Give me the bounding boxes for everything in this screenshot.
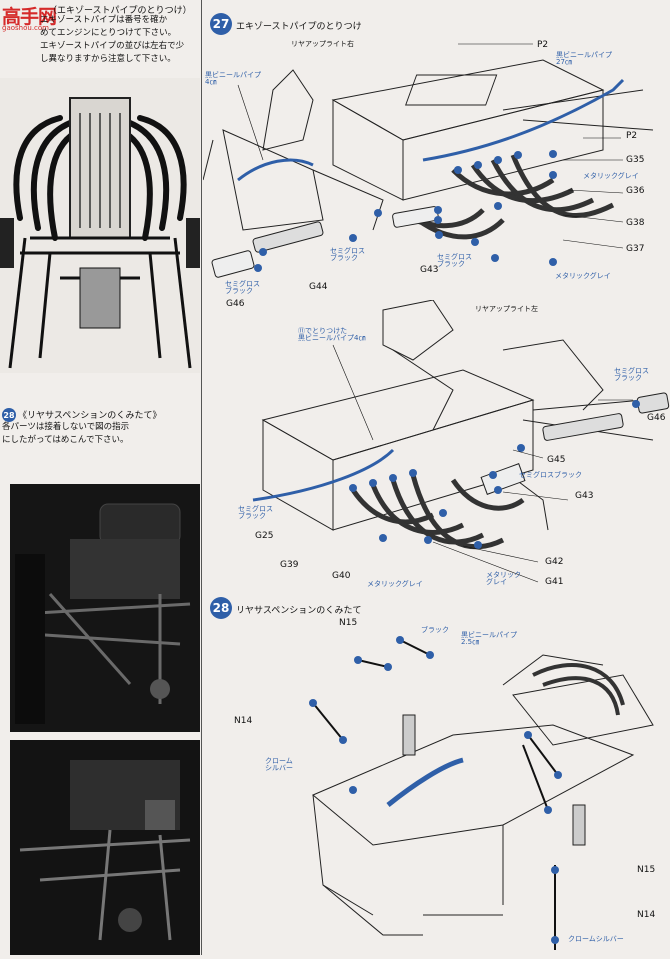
suspension-photo-2 <box>10 740 200 955</box>
mid-g25-label: G25 <box>255 531 274 541</box>
column-divider <box>201 0 202 955</box>
p2-mid-label: P2 <box>626 131 638 141</box>
step28-badge: 28 <box>210 597 232 619</box>
chrome-silver-left-label: クローム シルバー <box>265 757 293 772</box>
semigloss-black-mid-label: セミグロスブラック <box>519 471 582 479</box>
semigloss-black-3-label: セミグロス ブラック <box>225 280 260 295</box>
black-label: ブラック <box>421 626 449 634</box>
n14-left-label: N14 <box>234 716 253 726</box>
n15-top-label: N15 <box>339 618 358 628</box>
g43-label: G43 <box>420 265 439 275</box>
step27-badge: 27 <box>210 13 232 35</box>
p2-top-label: P2 <box>537 40 549 50</box>
g36-label: G36 <box>626 186 645 196</box>
metallic-grey-1-label: メタリックグレイ <box>583 172 639 180</box>
step28-badge-left: 28 <box>2 408 16 422</box>
section2-title: 《リヤサスペンションのくみたて》 <box>18 411 162 421</box>
g35-label: G35 <box>626 155 645 165</box>
mid-g42-label: G42 <box>545 557 564 567</box>
black-vinyl-pipe-27-label: 黒ビニールパイプ 27㎝ <box>556 51 612 66</box>
watermark-logo-text: 高手网 <box>2 6 57 28</box>
semigloss-black-2-label: セミグロス ブラック <box>437 253 472 268</box>
g44-label: G44 <box>309 282 328 292</box>
right-column: 27 エキゾーストパイプのとりつけ <box>202 0 670 955</box>
section1-body: エキゾーストパイプは番号を確か めてエンジンにとりつけて下さい。 エキゾーストパ… <box>40 15 185 64</box>
step28-title: リヤサスペンションのくみたて <box>236 606 362 616</box>
exhaust-left-diagram <box>203 299 670 590</box>
black-vinyl-pipe-4-label: 黒ビニールパイプ 4㎝ <box>205 71 261 86</box>
mid-g40-label: G40 <box>332 571 351 581</box>
metallic-grey-2-label: メタリックグレイ <box>555 272 611 280</box>
rear-upright-left-label: リヤアップライト左 <box>475 305 538 313</box>
rear-upright-right-label: リヤアップライト右 <box>291 40 354 48</box>
g37-label: G37 <box>626 244 645 254</box>
section2-body: 各パーツは接着しないで図の指示 にしたがってはめこんで下さい。 <box>2 422 130 445</box>
chrome-silver-bottom-label: クロームシルバー <box>568 935 624 943</box>
semigloss-black-1-label: セミグロス ブラック <box>330 247 365 262</box>
suspension-photo-1 <box>10 484 200 732</box>
left-column: （エキゾーストパイプのとりつけ） エキゾーストパイプは番号を確か めてエンジンに… <box>0 0 200 955</box>
mid-g45-label: G45 <box>547 455 566 465</box>
n14-right-label: N14 <box>637 910 656 920</box>
mid-g39-label: G39 <box>280 560 299 570</box>
g46-label: G46 <box>226 299 245 309</box>
watermark-logo: 高手网 gaoshou.com <box>0 0 68 34</box>
g38-label: G38 <box>626 218 645 228</box>
n15-right-label: N15 <box>637 865 656 875</box>
step28-diagram <box>203 615 670 955</box>
attached-pipe-label: ⑪でとりつけた 黒ビニールパイプ4㎝ <box>298 327 366 342</box>
metallic-grey-mid-2-label: メタリック グレイ <box>486 571 521 586</box>
mid-g41-label: G41 <box>545 577 564 587</box>
mid-g43-label: G43 <box>575 491 594 501</box>
watermark-url: gaoshou.com <box>2 24 49 32</box>
section1-title: （エキゾーストパイプのとりつけ） <box>48 6 192 16</box>
step27-title: エキゾーストパイプのとりつけ <box>236 22 362 32</box>
semigloss-black-right-label: セミグロス ブラック <box>614 367 649 382</box>
metallic-grey-mid-label: メタリックグレイ <box>367 580 423 588</box>
engine-rear-photo <box>0 78 200 373</box>
black-vinyl-pipe-step28-label: 黒ビニールパイプ 2.5㎝ <box>461 631 517 646</box>
step27-diagram <box>202 30 670 320</box>
mid-g46-label: G46 <box>647 413 666 423</box>
semigloss-black-left-label: セミグロス ブラック <box>238 505 273 520</box>
